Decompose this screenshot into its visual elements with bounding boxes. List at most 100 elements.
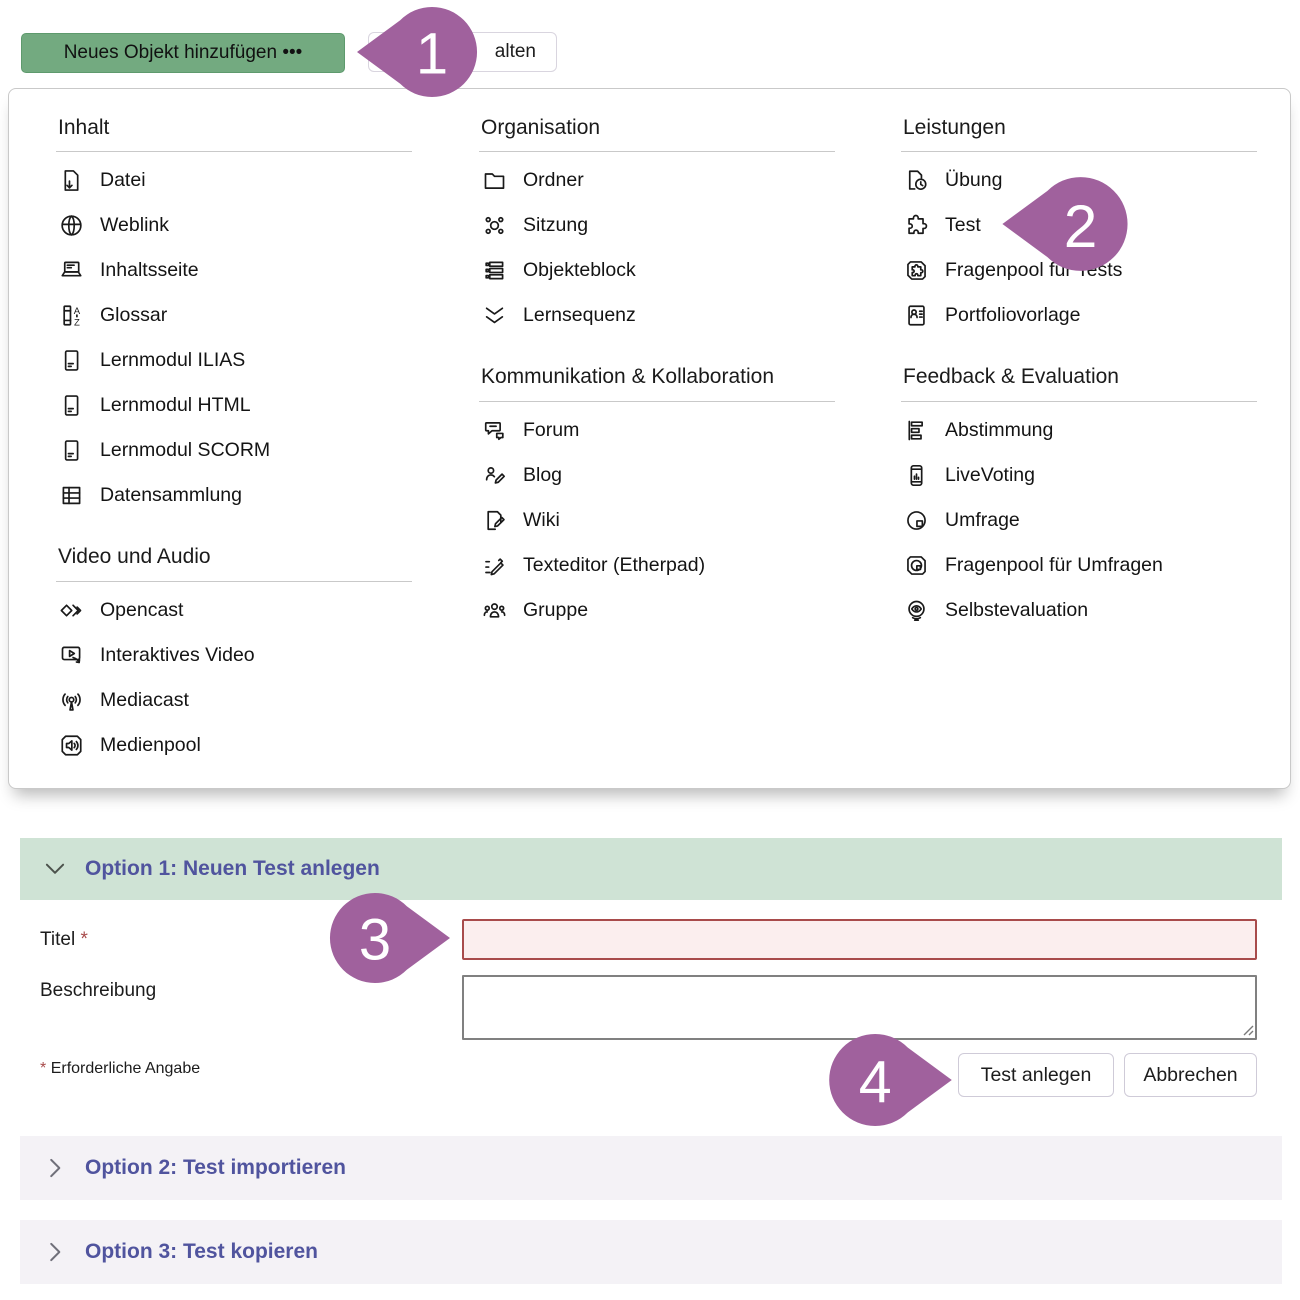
group-icon (481, 597, 508, 624)
survey-icon (903, 507, 930, 534)
live-voting-icon (903, 462, 930, 489)
accordion-option-2-header[interactable]: Option 2: Test importieren (20, 1136, 1282, 1200)
callout-marker-3: 3 (329, 893, 450, 983)
test-icon (903, 212, 930, 239)
menu-item-label: Datensammlung (100, 484, 242, 507)
menu-item-interaktives-video[interactable]: Interaktives Video (56, 633, 412, 678)
menu-item-mediacast[interactable]: Mediacast (56, 678, 412, 723)
menu-item-inhaltsseite[interactable]: Inhaltsseite (56, 248, 412, 293)
menu-item-label: Fragenpool für Umfragen (945, 553, 1163, 576)
section-title-inhalt: Inhalt (56, 115, 412, 153)
required-asterisk: * (80, 929, 88, 950)
menu-item-datensammlung[interactable]: Datensammlung (56, 473, 412, 518)
menu-item-label: Blog (523, 463, 563, 486)
weblink-icon (58, 212, 85, 239)
menu-item-label: Datei (100, 169, 146, 192)
file-icon (58, 167, 85, 194)
menu-item-lernmodul-html[interactable]: Lernmodul HTML (56, 383, 412, 428)
menu-item-übung[interactable]: Übung (901, 158, 1257, 203)
blog-icon (481, 462, 508, 489)
item-block-icon (481, 257, 508, 284)
menu-item-blog[interactable]: Blog (479, 453, 835, 498)
etherpad-icon (481, 552, 508, 579)
menu-item-gruppe[interactable]: Gruppe (479, 588, 835, 633)
menu-item-label: Selbstevaluation (945, 598, 1089, 621)
menu-item-label: Abstimmung (945, 418, 1054, 441)
menu-item-label: Ordner (523, 169, 584, 192)
accordion-option-3-header[interactable]: Option 3: Test kopieren (20, 1220, 1282, 1284)
learning-sequence-icon (481, 302, 508, 329)
menu-item-texteditor-etherpad[interactable]: Texteditor (Etherpad) (479, 543, 835, 588)
section-title-organisation: Organisation (479, 115, 835, 153)
menu-item-label: Gruppe (523, 598, 589, 621)
svg-text:4: 4 (859, 1049, 892, 1116)
svg-text:Z: Z (74, 318, 80, 329)
menu-item-label: Portfoliovorlage (945, 304, 1081, 327)
menu-item-datei[interactable]: Datei (56, 158, 412, 203)
menu-item-opencast[interactable]: Opencast (56, 588, 412, 633)
learning-module-icon (58, 347, 85, 374)
menu-item-livevoting[interactable]: LiveVoting (901, 453, 1257, 498)
question-pool-survey-icon (903, 552, 930, 579)
menu-item-label: Opencast (100, 598, 184, 621)
accordion-option-3-title: Option 3: Test kopieren (85, 1240, 318, 1263)
cancel-button[interactable]: Abbrechen (1124, 1053, 1257, 1097)
menu-item-fragenpool-für-tests[interactable]: Fragenpool für Tests (901, 248, 1257, 293)
data-collection-icon (58, 482, 85, 509)
menu-item-label: Glossar (100, 304, 168, 327)
menu-item-sitzung[interactable]: Sitzung (479, 203, 835, 248)
menu-item-label: Lernsequenz (523, 304, 636, 327)
menu-item-objekteblock[interactable]: Objekteblock (479, 248, 835, 293)
menu-item-lernsequenz[interactable]: Lernsequenz (479, 293, 835, 338)
title-input[interactable] (462, 919, 1257, 960)
create-test-button[interactable]: Test anlegen (958, 1053, 1114, 1097)
menu-item-label: Fragenpool für Tests (945, 259, 1123, 282)
menu-item-wiki[interactable]: Wiki (479, 498, 835, 543)
accordion-option-1-header[interactable]: Option 1: Neuen Test anlegen (20, 838, 1282, 900)
menu-item-weblink[interactable]: Weblink (56, 203, 412, 248)
menu-item-umfrage[interactable]: Umfrage (901, 498, 1257, 543)
required-field-note: * Erforderliche Angabe (40, 1060, 201, 1077)
menu-item-selbstevaluation[interactable]: Selbstevaluation (901, 588, 1257, 633)
add-new-object-button[interactable]: Neues Objekt hinzufügen ••• (21, 33, 345, 73)
opencast-icon (58, 597, 85, 624)
question-pool-test-icon (903, 257, 930, 284)
menu-item-test[interactable]: Test (901, 203, 1257, 248)
menu-item-lernmodul-ilias[interactable]: Lernmodul ILIAS (56, 338, 412, 383)
description-label: Beschreibung (40, 980, 157, 1001)
menu-item-ordner[interactable]: Ordner (479, 158, 835, 203)
menu-item-medienpool[interactable]: Medienpool (56, 723, 412, 768)
menu-item-label: Test (945, 214, 981, 237)
menu-item-label: Lernmodul HTML (100, 394, 251, 417)
callout-marker-4: 4 (829, 1034, 952, 1126)
menu-item-label: Forum (523, 418, 580, 441)
section-title-feedback-evaluation: Feedback & Evaluation (901, 364, 1257, 402)
partially-hidden-button[interactable]: alten (368, 32, 557, 72)
menu-item-forum[interactable]: Forum (479, 408, 835, 453)
menu-item-label: Texteditor (Etherpad) (523, 553, 706, 576)
portfolio-template-icon (903, 302, 930, 329)
menu-item-fragenpool-für-umfragen[interactable]: Fragenpool für Umfragen (901, 543, 1257, 588)
menu-item-portfoliovorlage[interactable]: Portfoliovorlage (901, 293, 1257, 338)
accordion-option-2-title: Option 2: Test importieren (85, 1156, 346, 1179)
description-textarea[interactable] (462, 975, 1257, 1040)
menu-item-label: Inhaltsseite (100, 259, 199, 282)
mediacast-icon (58, 687, 85, 714)
wiki-icon (481, 507, 508, 534)
menu-item-label: Mediacast (100, 688, 189, 711)
menu-item-lernmodul-scorm[interactable]: Lernmodul SCORM (56, 428, 412, 473)
self-evaluation-icon (903, 597, 930, 624)
menu-item-abstimmung[interactable]: Abstimmung (901, 408, 1257, 453)
chevron-right-icon (42, 1239, 68, 1265)
svg-text:3: 3 (359, 908, 391, 973)
menu-item-label: Lernmodul ILIAS (100, 349, 246, 372)
